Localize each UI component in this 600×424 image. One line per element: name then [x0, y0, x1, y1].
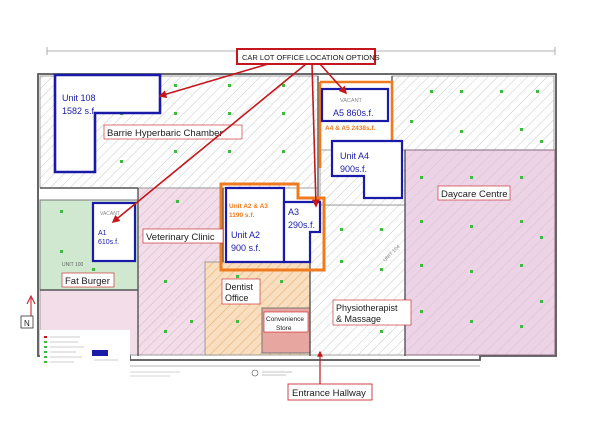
convenience-label-line2: Store [276, 325, 292, 332]
legend-icon [40, 330, 130, 370]
unit-a5-outline [320, 87, 390, 123]
title-block-icon [130, 369, 292, 377]
entrance-hallway-box [287, 383, 373, 401]
fat-burger-label-box [61, 272, 115, 288]
unit-a5-name: A5 860s.f. [333, 108, 374, 118]
unit-a1-status: VACANT [100, 211, 120, 217]
unit-a4-a5-combined: A4 & A5 2438s.f. [325, 125, 376, 132]
upper-right-zone [391, 75, 555, 151]
arrow-to-unit-108 [158, 63, 269, 99]
dentist-label-box [221, 278, 261, 305]
unit-a2-size: 900 s.f. [231, 243, 261, 253]
sprinkler-markers [60, 84, 543, 333]
convenience-label-line1: Convenience [266, 316, 304, 323]
compass-label: N [24, 319, 30, 328]
vet-label: Veterinary Clinic [146, 232, 215, 243]
dentist-label-line1: Dentist [225, 282, 254, 292]
daycare-zone [404, 149, 556, 356]
arrow-to-a1 [111, 63, 307, 224]
arrow-to-a5 [319, 63, 348, 95]
physio-label-box [332, 299, 412, 326]
unit-a2-name: Unit A2 [231, 230, 260, 240]
physio-zone [309, 204, 406, 356]
unit-a2-a3-size: 1190 s.f. [229, 212, 254, 219]
barrie-label: Barrie Hyperbaric Chamber [107, 128, 223, 139]
unit-108-size: 1582 s.f. [62, 106, 97, 116]
fat-burger-label: Fat Burger [65, 276, 110, 287]
unit-a5-status: VACANT [340, 98, 363, 104]
vet-label-box [142, 228, 224, 244]
unit-a3-outline [282, 200, 322, 264]
dentist-label-line2: Office [225, 293, 248, 303]
unit-a1-size: 610s.f. [98, 239, 119, 246]
north-arrow-icon [26, 294, 36, 316]
unit-a1-name: A1 [98, 230, 107, 237]
callout-box [236, 48, 376, 65]
entrance-hallway-label: Entrance Hallway [292, 388, 366, 399]
unit-a4-outline [330, 139, 404, 200]
daycare-label: Daycare Centre [441, 189, 508, 200]
callout-title: CAR LOT OFFICE LOCATION OPTIONS [242, 53, 380, 62]
daycare-label-box [437, 185, 511, 201]
barrie-label-box [103, 124, 243, 140]
unit-a3-size: 290s.f. [288, 220, 315, 230]
unit-100-code: UNIT 100 [62, 262, 84, 268]
compass-box [20, 315, 34, 329]
arrow-to-a3 [311, 63, 320, 208]
unit-108-name: Unit 108 [62, 93, 96, 103]
unit-a4-name: Unit A4 [340, 151, 369, 161]
unit-a4-size: 900s.f. [340, 164, 367, 174]
unit-a1-outline [91, 201, 137, 263]
convenience-label-box [263, 311, 309, 333]
unit-a2-a3-name: Unit A2 & A3 [229, 203, 268, 210]
unit-a3-name: A3 [288, 207, 299, 217]
unit-108-outline [53, 73, 162, 174]
physio-label-line1: Physiotherapist [336, 303, 398, 313]
a2-a3-orange-outline [219, 182, 326, 272]
physio-label-line2: & Massage [336, 314, 381, 324]
